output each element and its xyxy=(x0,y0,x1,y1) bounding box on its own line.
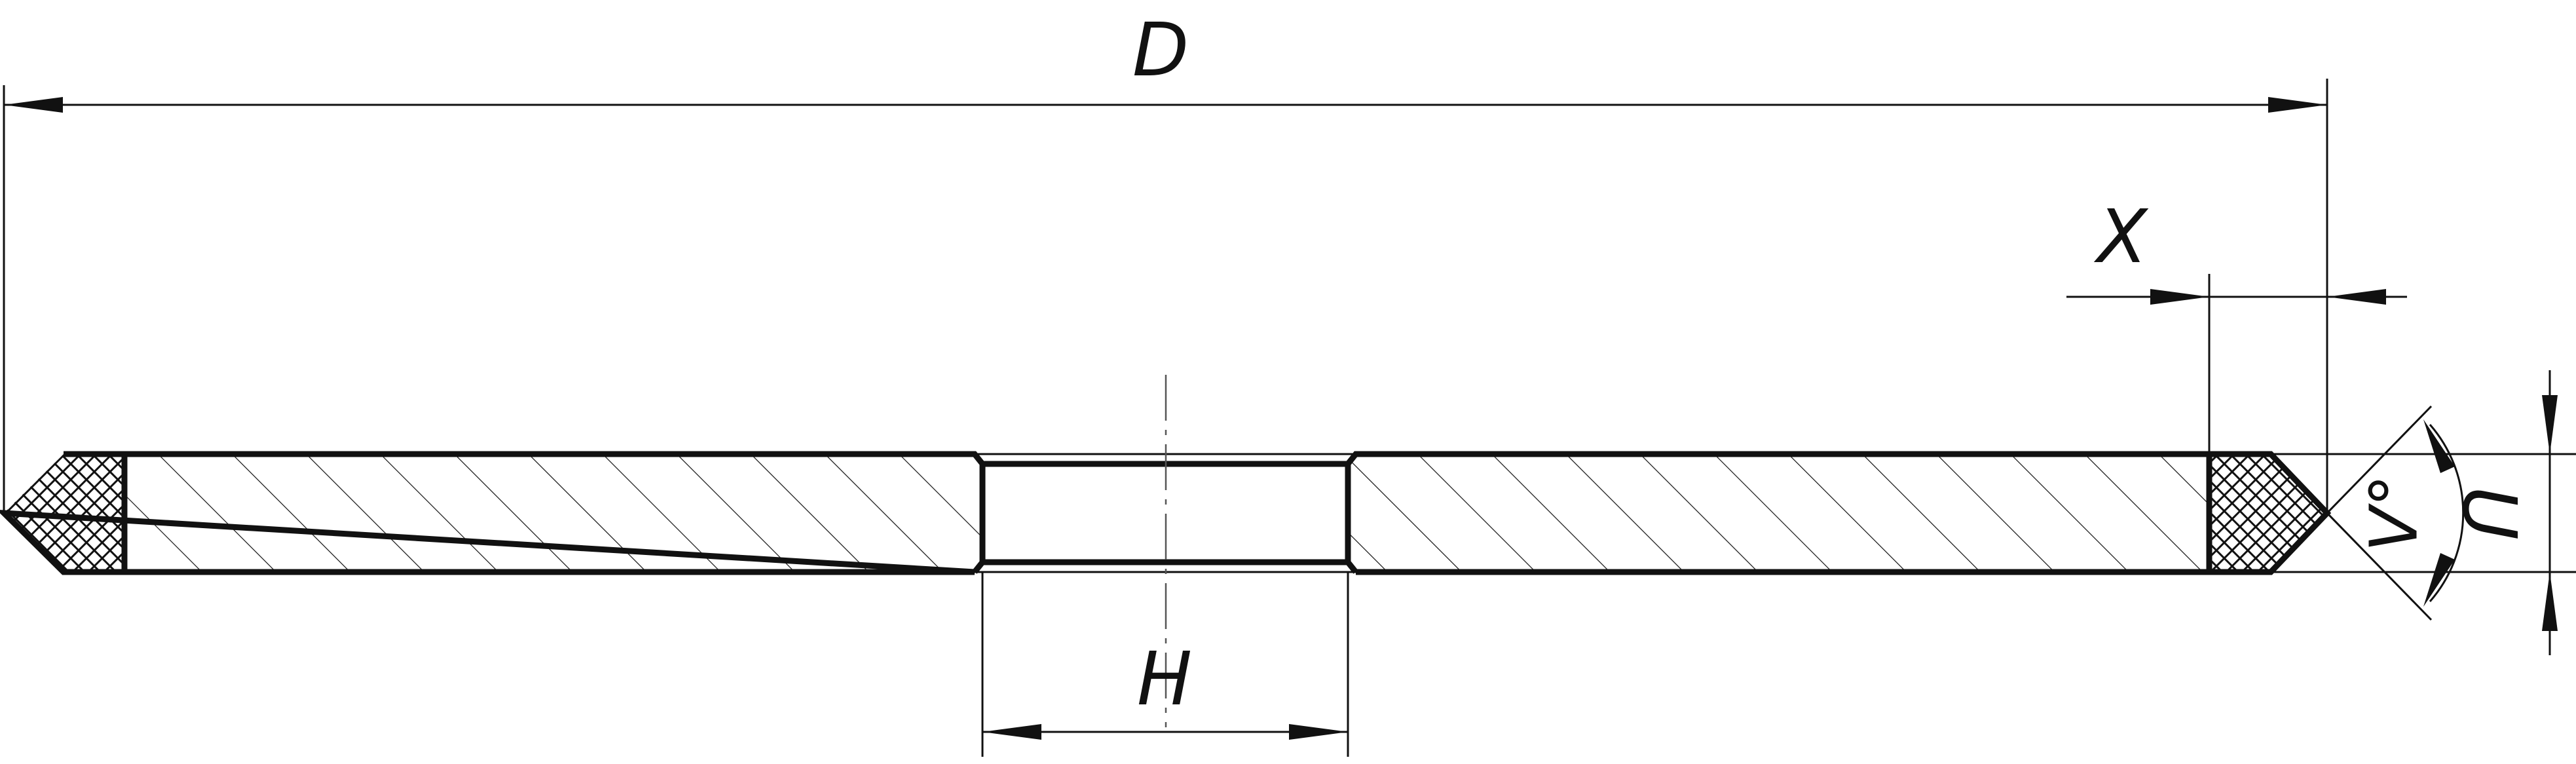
right-abrasive-layer xyxy=(2209,454,2327,572)
v-angle-arc xyxy=(2429,424,2465,602)
u-arrow-bottom xyxy=(2542,572,2558,631)
v-label: V° xyxy=(2356,474,2433,552)
d-arrow-right xyxy=(2268,97,2327,113)
dimension-h: H xyxy=(981,572,1349,757)
right-core-section xyxy=(1348,454,2209,572)
h-arrow-left xyxy=(982,724,1041,740)
h-label: H xyxy=(1137,637,1192,722)
dimension-v-angle: V° xyxy=(2326,405,2465,621)
d-arrow-left xyxy=(4,97,63,113)
v-arrow-lower xyxy=(2423,553,2455,607)
d-label: D xyxy=(1132,8,1189,93)
dimension-u: U xyxy=(2271,370,2576,655)
x-label: X xyxy=(2094,195,2149,280)
v-extension-upper xyxy=(2326,405,2433,514)
x-arrow-left xyxy=(2150,289,2209,305)
x-arrow-right xyxy=(2327,289,2386,305)
h-arrow-right xyxy=(1289,724,1348,740)
wheel-body xyxy=(0,451,2332,575)
v-arrow-upper xyxy=(2423,419,2455,473)
dimension-x: X xyxy=(2066,195,2407,454)
dimension-d: D xyxy=(3,8,2328,511)
left-core-section xyxy=(124,454,982,572)
u-label: U xyxy=(2446,486,2531,540)
u-arrow-top xyxy=(2542,395,2558,454)
v-extension-lower xyxy=(2326,512,2433,621)
